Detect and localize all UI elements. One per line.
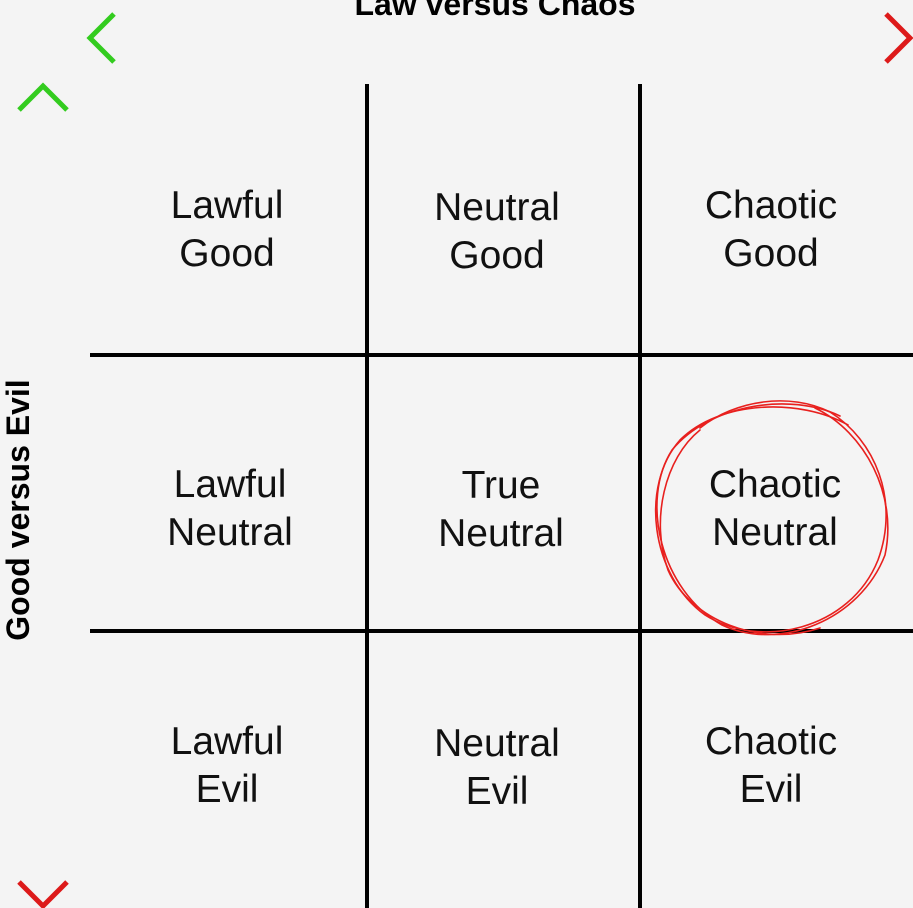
cell-line2: Good bbox=[179, 232, 275, 275]
cell-line2: Evil bbox=[195, 768, 259, 811]
cell-line2: Good bbox=[449, 234, 545, 277]
cell-line2: Neutral bbox=[712, 511, 838, 554]
highlight-circle bbox=[654, 400, 889, 636]
cell-line1: Lawful bbox=[170, 184, 284, 227]
cell-line2: Evil bbox=[739, 768, 803, 811]
cell-line1: Neutral bbox=[434, 722, 560, 765]
cell-chaotic-evil: Chaotic Evil bbox=[636, 716, 906, 816]
cell-line2: Evil bbox=[465, 770, 529, 813]
cell-lawful-good: Lawful Good bbox=[92, 180, 362, 280]
cell-lawful-evil: Lawful Evil bbox=[92, 716, 362, 816]
cell-lawful-neutral: Lawful Neutral bbox=[95, 459, 365, 559]
cell-line2: Good bbox=[723, 232, 819, 275]
cell-line1: True bbox=[461, 464, 541, 507]
cell-line1: Lawful bbox=[170, 720, 284, 763]
cell-chaotic-good: Chaotic Good bbox=[636, 180, 906, 280]
cell-line1: Lawful bbox=[173, 463, 287, 506]
cell-line2: Neutral bbox=[438, 512, 564, 555]
horizontal-axis-arrow bbox=[86, 12, 913, 64]
cell-line1: Chaotic bbox=[708, 463, 842, 506]
vertical-axis-arrow bbox=[17, 82, 69, 908]
cell-line1: Chaotic bbox=[704, 184, 838, 227]
horizontal-axis-label: Law versus Chaos bbox=[354, 0, 636, 22]
cell-neutral-evil: Neutral Evil bbox=[362, 718, 632, 818]
cell-chaotic-neutral: Chaotic Neutral bbox=[640, 459, 910, 559]
cell-neutral-good: Neutral Good bbox=[362, 182, 632, 282]
cell-line2: Neutral bbox=[167, 511, 293, 554]
vertical-axis-label: Good versus Evil bbox=[0, 379, 36, 641]
cell-line1: Chaotic bbox=[704, 720, 838, 763]
cell-true-neutral: True Neutral bbox=[366, 460, 636, 560]
cell-line1: Neutral bbox=[434, 186, 560, 229]
